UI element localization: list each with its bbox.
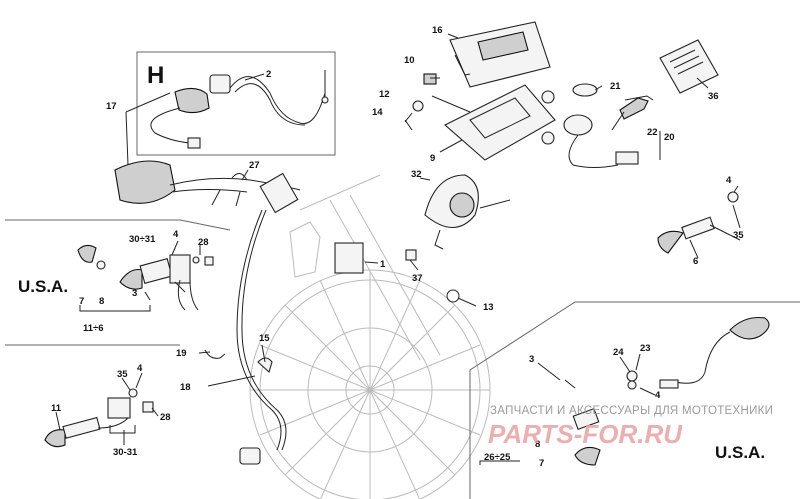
watermark: ЗАПЧАСТИ И АКСЕССУАРЫ ДЛЯ МОТОТЕХНИКИ PA…	[488, 405, 773, 449]
callout-26-25: 26÷25	[484, 452, 511, 463]
callout-4-usa-left: 4	[173, 229, 179, 240]
callout-4-left: 4	[137, 363, 143, 374]
leader-lines	[55, 33, 741, 445]
callout-22: 22	[647, 127, 658, 138]
watermark-logo: PARTS-FOR.RU	[488, 419, 683, 449]
callout-28-bottom: 28	[160, 412, 171, 423]
dashboard	[449, 21, 551, 88]
callout-12: 12	[379, 89, 390, 100]
callout-1: 1	[380, 259, 386, 270]
callout-7-left: 7	[79, 296, 84, 307]
callout-4-usa-right: 4	[655, 390, 661, 401]
callout-6: 6	[693, 256, 698, 267]
callout-21: 21	[610, 81, 621, 92]
callout-15: 15	[259, 333, 270, 344]
dash-bracket	[444, 84, 556, 161]
callout-10: 10	[404, 55, 415, 66]
callout-28-top: 28	[198, 237, 209, 248]
callout-23: 23	[640, 343, 651, 354]
speedo-cable	[236, 172, 299, 465]
watermark-tagline: ЗАПЧАСТИ И АКСЕССУАРЫ ДЛЯ МОТОТЕХНИКИ	[490, 405, 773, 417]
callout-18: 18	[180, 382, 191, 393]
h-version-box: H	[136, 51, 336, 156]
horn	[424, 174, 511, 250]
callout-3-left: 3	[132, 288, 137, 299]
callout-13: 13	[483, 302, 494, 313]
wheel-outline	[249, 174, 491, 499]
callout-14: 14	[372, 107, 383, 118]
callout-36: 36	[708, 91, 719, 102]
turn-signal-right	[657, 191, 741, 254]
callout-7-right: 7	[539, 458, 544, 469]
manual-doc	[659, 39, 719, 94]
callout-35-right: 35	[733, 230, 744, 241]
callout-4-right: 4	[726, 175, 732, 186]
callout-8-right: 8	[535, 439, 540, 450]
usa-left-label: U.S.A.	[18, 277, 68, 296]
callout-24: 24	[613, 347, 624, 358]
callout-8-left: 8	[99, 296, 104, 307]
callout-19: 19	[176, 348, 187, 359]
callout-3-right: 3	[529, 354, 534, 365]
usa-right-label: U.S.A.	[715, 443, 765, 462]
usa-left-group: U.S.A.	[5, 219, 231, 346]
callout-32: 32	[411, 169, 422, 180]
relay	[289, 221, 364, 278]
callout-2: 2	[266, 69, 271, 80]
callout-9: 9	[430, 153, 435, 164]
small-parts	[204, 73, 460, 373]
callout-16: 16	[432, 25, 443, 36]
callout-30-31-top: 30÷31	[129, 234, 156, 245]
callout-30-31-bottom: 30-31	[113, 447, 138, 458]
callout-11: 11	[51, 403, 62, 414]
turn-signal-left-lower	[44, 388, 154, 448]
callout-20: 20	[664, 132, 675, 143]
callout-37: 37	[412, 273, 423, 284]
callout-27: 27	[249, 160, 260, 171]
h-box-label: H	[147, 62, 164, 89]
ignition-switch	[563, 83, 654, 168]
callout-labels: 2 17 27 1 32 37 10 12 14 9 16 21 22 20 3…	[51, 25, 744, 469]
callout-11-6: 11÷6	[83, 323, 104, 334]
callout-17: 17	[106, 101, 117, 112]
callout-35-left: 35	[117, 369, 128, 380]
usa-right-group: U.S.A.	[469, 301, 800, 499]
